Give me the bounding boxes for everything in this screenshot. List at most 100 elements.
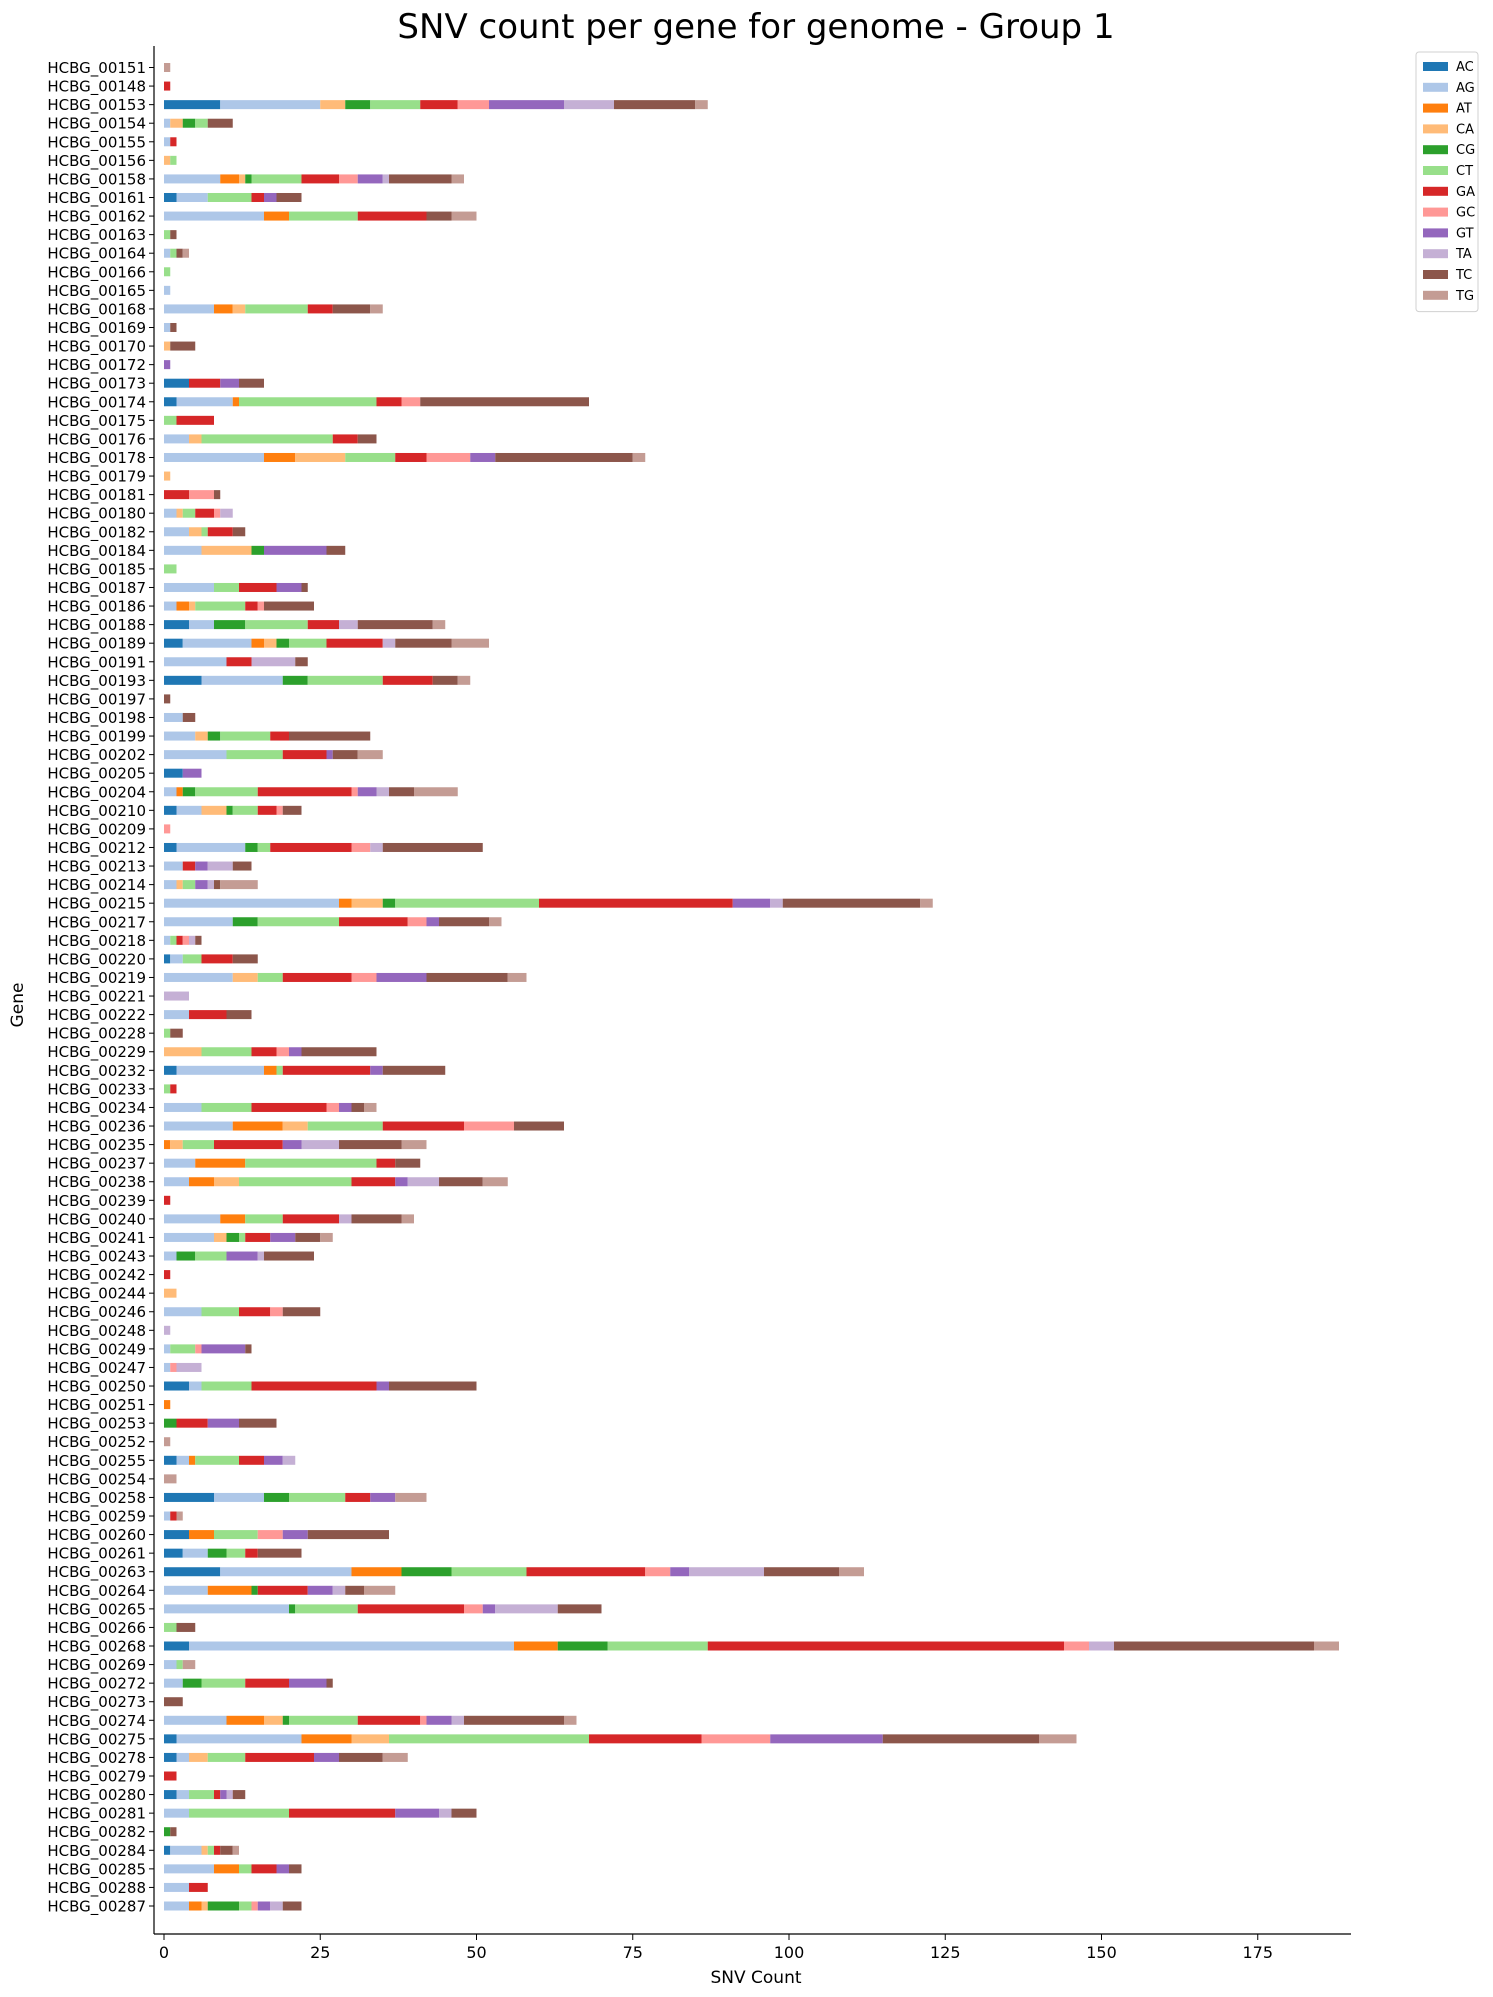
- bar-segment-hcbg-00178-gc: [426, 452, 471, 462]
- bar-segment-hcbg-00235-tg: [401, 1140, 427, 1150]
- bar-segment-hcbg-00153-cg: [345, 100, 371, 110]
- bar-segment-hcbg-00189-tc: [395, 638, 452, 648]
- bar-segment-hcbg-00179-ca: [164, 471, 171, 481]
- y-tick-label: HCBG_00253: [47, 1415, 146, 1434]
- bar-segment-hcbg-00153-tc: [614, 100, 696, 110]
- bar-segment-hcbg-00188-ga: [307, 620, 339, 630]
- bar-segment-hcbg-00234-ct: [201, 1102, 252, 1112]
- bar-segment-hcbg-00189-ag: [182, 638, 252, 648]
- bar-segment-hcbg-00218-gc: [182, 935, 189, 945]
- bar-segment-hcbg-00274-ag: [164, 1715, 227, 1725]
- bar-segment-hcbg-00210-ct: [232, 805, 258, 815]
- bar-segment-hcbg-00274-gc: [420, 1715, 427, 1725]
- bar-segment-hcbg-00241-ag: [164, 1232, 214, 1242]
- bar-segment-hcbg-00274-cg: [282, 1715, 289, 1725]
- bar-segment-hcbg-00173-ac: [164, 378, 189, 388]
- bar-segment-hcbg-00268-tg: [1314, 1641, 1339, 1651]
- legend-swatch-cg: [1423, 145, 1448, 155]
- y-tick-label: HCBG_00181: [47, 486, 146, 505]
- bar-segment-hcbg-00212-tc: [382, 842, 483, 852]
- y-tick-label: HCBG_00255: [47, 1452, 146, 1471]
- y-tick-label: HCBG_00244: [47, 1285, 146, 1304]
- bar-segment-hcbg-00202-tc: [332, 750, 358, 760]
- bar-segment-hcbg-00261-ac: [164, 1548, 183, 1558]
- bar-segment-hcbg-00275-tg: [1039, 1734, 1077, 1744]
- bar-segment-hcbg-00198-ag: [164, 712, 183, 722]
- bar-segment-hcbg-00215-ct: [395, 898, 539, 908]
- bar-segment-hcbg-00153-ca: [320, 100, 346, 110]
- bar-segment-hcbg-00218-ta: [189, 935, 196, 945]
- bar-segment-hcbg-00161-gt: [264, 192, 277, 202]
- bar-segment-hcbg-00154-tc: [207, 118, 233, 128]
- bar-segment-hcbg-00217-tc: [439, 917, 489, 927]
- bar-segment-hcbg-00163-tc: [170, 230, 177, 240]
- legend-swatch-ta: [1423, 249, 1448, 259]
- bar-segment-hcbg-00217-tg: [489, 917, 502, 927]
- bar-segment-hcbg-00263-tg: [839, 1567, 864, 1577]
- bar-segment-hcbg-00189-ga: [326, 638, 383, 648]
- bar-segment-hcbg-00210-ac: [164, 805, 177, 815]
- bar-segment-hcbg-00275-ga: [589, 1734, 702, 1744]
- bar-segment-hcbg-00222-tc: [226, 1010, 252, 1020]
- bar-segment-hcbg-00205-ac: [164, 768, 183, 778]
- y-tick-label: HCBG_00179: [47, 468, 146, 487]
- bar-segment-hcbg-00215-gt: [732, 898, 771, 908]
- bar-segment-hcbg-00175-ct: [164, 415, 177, 425]
- bar-segment-hcbg-00258-ag: [214, 1492, 264, 1502]
- y-tick-label: HCBG_00250: [47, 1378, 146, 1397]
- bar-segment-hcbg-00237-at: [195, 1158, 246, 1168]
- y-tick-label: HCBG_00239: [47, 1192, 146, 1211]
- bar-segment-hcbg-00180-ta: [220, 508, 233, 518]
- bar-segment-hcbg-00153-gt: [489, 100, 564, 110]
- y-tick-label: HCBG_00235: [47, 1136, 146, 1155]
- y-tick-label: HCBG_00234: [47, 1099, 146, 1118]
- bar-segment-hcbg-00204-tc: [389, 787, 414, 797]
- bar-segment-hcbg-00272-ag: [164, 1678, 183, 1688]
- bar-segment-hcbg-00215-ca: [351, 898, 383, 908]
- bar-segment-hcbg-00235-at: [164, 1140, 171, 1150]
- bar-segment-hcbg-00234-ag: [164, 1102, 202, 1112]
- x-tick-label: 75: [623, 1943, 643, 1962]
- bar-segment-hcbg-00162-tg: [451, 211, 477, 221]
- bar-segment-hcbg-00154-ca: [170, 118, 183, 128]
- chart-title: SNV count per gene for genome - Group 1: [397, 7, 1114, 47]
- bar-segment-hcbg-00153-tg: [695, 100, 708, 110]
- bar-segment-hcbg-00187-tc: [301, 582, 308, 592]
- bar-segment-hcbg-00184-ca: [201, 545, 252, 555]
- bar-segment-hcbg-00241-tg: [320, 1232, 333, 1242]
- y-tick-label: HCBG_00173: [47, 375, 146, 394]
- bar-segment-hcbg-00158-cg: [245, 174, 252, 184]
- bar-segment-hcbg-00264-ag: [164, 1585, 208, 1595]
- y-tick-label: HCBG_00151: [47, 59, 146, 78]
- bar-segment-hcbg-00162-ct: [289, 211, 358, 221]
- x-tick-label: 50: [466, 1943, 486, 1962]
- bar-segment-hcbg-00180-ag: [164, 508, 177, 518]
- bar-segment-hcbg-00278-tg: [382, 1752, 408, 1762]
- bar-segment-hcbg-00176-ca: [189, 434, 202, 444]
- bar-segment-hcbg-00176-tc: [357, 434, 377, 444]
- bar-segment-hcbg-00213-ta: [207, 861, 233, 871]
- bar-segment-hcbg-00259-tg: [176, 1511, 183, 1521]
- y-tick-label: HCBG_00217: [47, 913, 146, 932]
- bar-segment-hcbg-00287-tc: [282, 1901, 302, 1911]
- x-tick-label: 100: [774, 1943, 805, 1962]
- bar-segment-hcbg-00199-tc: [289, 731, 371, 741]
- bar-segment-hcbg-00243-ta: [257, 1251, 264, 1261]
- bar-segment-hcbg-00178-ct: [345, 452, 396, 462]
- bar-segment-hcbg-00212-gc: [351, 842, 371, 852]
- bar-segment-hcbg-00202-gt: [326, 750, 333, 760]
- bar-segment-hcbg-00187-ag: [164, 582, 214, 592]
- y-tick-label: HCBG_00266: [47, 1619, 146, 1638]
- bar-segment-hcbg-00219-ca: [232, 972, 258, 982]
- bar-segment-hcbg-00168-tc: [332, 304, 371, 314]
- bar-segment-hcbg-00220-ac: [164, 954, 171, 964]
- bar-segment-hcbg-00284-ct: [207, 1845, 214, 1855]
- bar-segment-hcbg-00238-ag: [164, 1177, 189, 1187]
- y-tick-label: HCBG_00279: [47, 1768, 146, 1787]
- bar-segment-hcbg-00282-cg: [164, 1827, 171, 1837]
- bar-segment-hcbg-00235-ta: [301, 1140, 339, 1150]
- bar-segment-hcbg-00284-ga: [214, 1845, 221, 1855]
- bar-segment-hcbg-00265-ct: [295, 1604, 358, 1614]
- bar-segment-hcbg-00193-ga: [382, 675, 433, 685]
- x-tick-label: 0: [159, 1943, 169, 1962]
